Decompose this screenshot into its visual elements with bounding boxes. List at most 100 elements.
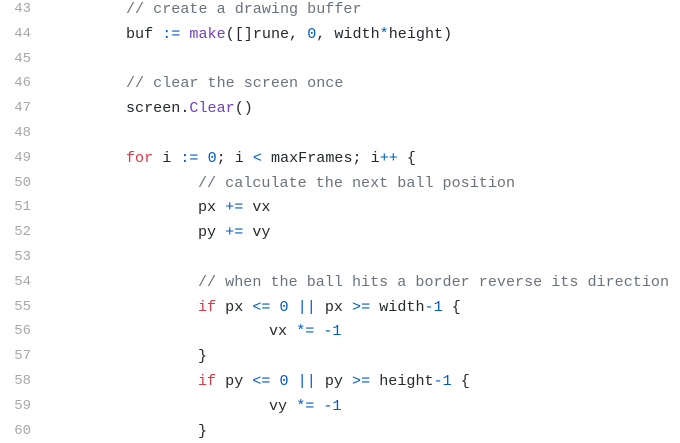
- code-line[interactable]: 60}: [0, 419, 680, 443]
- code-token-comment: // create a drawing buffer: [126, 0, 362, 18]
- code-token-plain: height): [388, 24, 453, 43]
- code-text: vy *= -1: [269, 394, 342, 419]
- code-token-op: <=: [252, 371, 271, 390]
- code-line[interactable]: 52 py += vy: [0, 220, 680, 245]
- line-number: 55: [14, 298, 31, 315]
- code-token-plain: px: [198, 198, 226, 217]
- code-line[interactable]: 49 for i := 0; i < maxFrames; i++ {: [0, 146, 680, 171]
- code-line[interactable]: 44 buf := make([]rune, 0, width*height): [0, 22, 680, 47]
- code-token-op: >=: [352, 297, 371, 316]
- code-token-plain: maxFrames; i: [261, 148, 380, 167]
- line-number: 60: [14, 422, 31, 439]
- line-number: 44: [14, 25, 31, 42]
- code-line[interactable]: 43 // create a drawing buffer: [0, 0, 680, 22]
- code-token-plain: {: [397, 148, 416, 167]
- code-token-plain: py: [198, 223, 226, 242]
- line-number: 59: [14, 397, 31, 414]
- code-text: for i := 0; i < maxFrames; i++ {: [126, 146, 416, 171]
- code-token-plain: width: [370, 297, 425, 316]
- code-token-keyword: for: [126, 148, 154, 167]
- code-token-op: *: [379, 24, 389, 43]
- code-text: buf := make([]rune, 0, width*height): [126, 22, 452, 47]
- code-token-plain: px: [216, 297, 253, 316]
- code-token-op: +=: [225, 198, 244, 217]
- code-token-comment: // when the ball hits a border reverse i…: [198, 272, 670, 291]
- code-text: py += vy: [198, 220, 271, 245]
- code-line[interactable]: 56 vx *= -1: [0, 319, 680, 344]
- line-number: 58: [14, 372, 31, 389]
- code-token-builtin: make: [189, 24, 226, 43]
- code-token-plain: [270, 298, 279, 316]
- line-number: 52: [14, 224, 31, 241]
- code-token-plain: vy: [243, 223, 271, 242]
- code-token-number: 0: [307, 24, 317, 43]
- line-number: 56: [14, 323, 31, 340]
- line-number: 48: [14, 124, 31, 141]
- code-text: // clear the screen once: [126, 71, 343, 96]
- code-token-keyword: if: [198, 297, 217, 316]
- code-line[interactable]: 57}: [0, 344, 680, 369]
- code-token-plain: ([]rune,: [225, 24, 308, 43]
- code-token-op: +=: [225, 223, 244, 242]
- code-token-plain: [289, 372, 298, 390]
- code-line[interactable]: 46 // clear the screen once: [0, 71, 680, 96]
- code-token-plain: {: [451, 371, 470, 390]
- code-token-op: :=: [162, 24, 181, 43]
- code-token-plain: ; i: [216, 148, 253, 167]
- code-line[interactable]: 48: [0, 121, 680, 146]
- code-token-plain: i: [153, 148, 181, 167]
- line-number: 57: [14, 348, 31, 365]
- code-token-plain: vy: [269, 396, 297, 415]
- code-line[interactable]: 59 vy *= -1: [0, 394, 680, 419]
- code-text: vx *= -1: [269, 319, 342, 344]
- code-token-plain: [289, 298, 298, 316]
- code-token-plain: , width: [316, 24, 380, 43]
- code-token-plain: }: [198, 347, 208, 366]
- code-token-plain: {: [442, 297, 461, 316]
- code-text: // when the ball hits a border reverse i…: [198, 270, 669, 295]
- line-number: 53: [14, 248, 31, 265]
- code-token-plain: [270, 372, 279, 390]
- code-text: // create a drawing buffer: [126, 0, 362, 22]
- code-text: }: [198, 344, 207, 369]
- code-text: px += vx: [198, 195, 271, 220]
- code-line[interactable]: 55 if px <= 0 || px >= width-1 {: [0, 295, 680, 320]
- code-token-op: *=: [296, 322, 315, 341]
- code-token-number: 0: [207, 148, 217, 167]
- code-token-number: -1: [424, 297, 443, 316]
- line-number: 49: [14, 149, 31, 166]
- code-line[interactable]: 51 px += vx: [0, 195, 680, 220]
- code-line[interactable]: 50 // calculate the next ball position: [0, 171, 680, 196]
- line-number: 46: [14, 75, 31, 92]
- line-number: 50: [14, 174, 31, 191]
- code-token-plain: }: [198, 421, 208, 440]
- code-token-op: <=: [252, 297, 271, 316]
- code-token-op: >=: [352, 371, 371, 390]
- code-token-plain: height: [370, 371, 434, 390]
- code-token-comment: // calculate the next ball position: [198, 173, 516, 192]
- code-token-op: *=: [296, 396, 315, 415]
- code-token-plain: px: [315, 297, 353, 316]
- code-token-op: ||: [297, 297, 316, 316]
- code-token-plain: buf: [126, 24, 163, 43]
- code-token-op: :=: [180, 148, 199, 167]
- code-token-builtin: Clear: [189, 99, 235, 118]
- code-token-op: <: [252, 148, 262, 167]
- code-line[interactable]: 45: [0, 47, 680, 72]
- code-text: if px <= 0 || px >= width-1 {: [198, 295, 461, 320]
- line-number: 43: [14, 1, 31, 17]
- code-token-op: ++: [379, 148, 398, 167]
- code-text: screen.Clear(): [126, 96, 253, 121]
- code-token-op: ||: [297, 371, 316, 390]
- line-number: 54: [14, 273, 31, 290]
- code-token-keyword: if: [198, 371, 217, 390]
- code-line[interactable]: 53: [0, 245, 680, 270]
- line-number: 45: [14, 50, 31, 67]
- code-token-comment: // clear the screen once: [126, 74, 344, 93]
- line-number: 51: [14, 199, 31, 216]
- code-token-plain: screen.: [126, 99, 190, 118]
- code-line[interactable]: 54 // when the ball hits a border reverse…: [0, 270, 680, 295]
